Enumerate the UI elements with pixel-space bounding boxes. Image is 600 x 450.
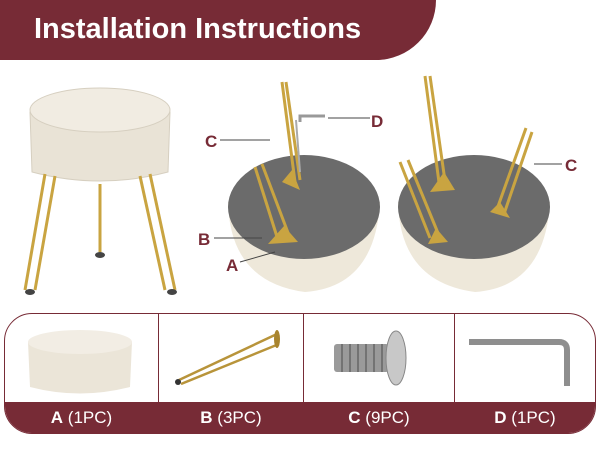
header-banner: Installation Instructions [0,0,436,60]
part-b-label: B (3PC) [159,402,303,433]
seat-with-two-legs-image [214,81,380,292]
part-a-label: A (1PC) [5,402,158,433]
callout-d: D [371,112,384,131]
part-d-cell: D (1PC) [455,314,595,433]
screw-image [334,330,407,386]
part-c-cell: C (9PC) [304,314,455,433]
seat-with-three-legs-image [398,75,562,292]
assembly-illustration: C D B A C [0,62,600,302]
stool-assembly-image [23,75,562,295]
part-c-label: C (9PC) [304,402,454,433]
assembled-stool-image [23,87,177,295]
part-d-label: D (1PC) [455,402,595,433]
page-title: Installation Instructions [34,13,362,45]
part-b-cell: B (3PC) [159,314,304,433]
parts-list: A (1PC) B (3PC) C (9PC) D (1PC) [4,313,596,434]
part-a-cell: A (1PC) [5,314,159,433]
callout-c-left: C [205,132,218,151]
callout-a: A [226,256,239,275]
callout-c-right: C [565,156,578,175]
hairpin-leg-image [175,330,280,386]
allen-key-image [469,339,570,386]
callout-b: B [198,230,211,249]
cushion-seat-image [28,330,132,394]
